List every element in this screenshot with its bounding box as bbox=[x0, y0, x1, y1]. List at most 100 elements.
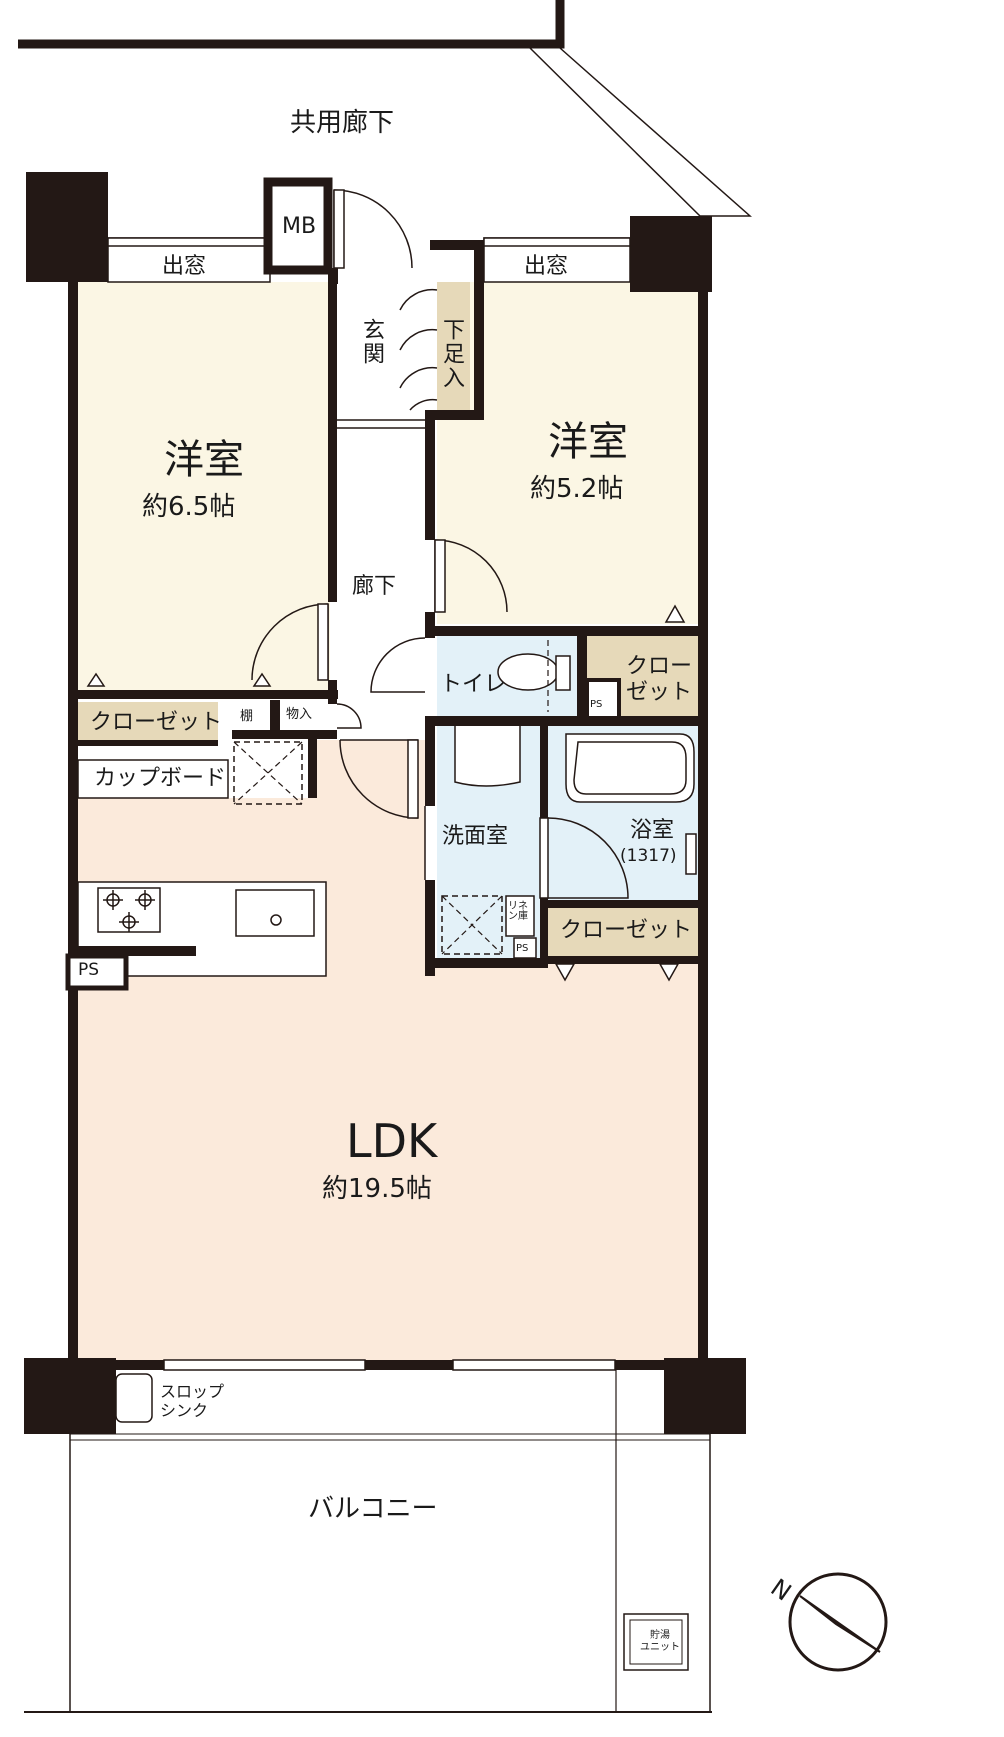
wall-storage-bottom bbox=[232, 730, 337, 739]
shelf-label: 棚 bbox=[240, 709, 254, 724]
shoe-storage-floor bbox=[437, 282, 470, 410]
ps-kitchen-label: PS bbox=[78, 960, 100, 980]
door-marks-west bbox=[86, 604, 686, 687]
wall-closet-left-bottom bbox=[68, 740, 218, 746]
ps-kitchen-box bbox=[65, 953, 129, 991]
toilet-label: トイレ bbox=[440, 672, 507, 697]
wall-room-east-bottom bbox=[425, 626, 708, 636]
window-south-2 bbox=[452, 1359, 616, 1371]
bathtub-inner bbox=[573, 741, 687, 795]
column-ne bbox=[630, 216, 712, 292]
wall-hall-east bbox=[425, 410, 435, 540]
door-room-east-leaf bbox=[434, 539, 446, 613]
closet-left-floor bbox=[78, 702, 218, 744]
slop-sink-box bbox=[115, 1373, 153, 1423]
hallway-floor bbox=[337, 282, 425, 740]
hallway-label: 廊下 bbox=[352, 574, 397, 599]
corridor-wall bbox=[18, 0, 565, 49]
compass-needle-icon bbox=[799, 1595, 881, 1653]
slop-sink-label: スロップ シンク bbox=[160, 1382, 225, 1421]
wall-hall-east-2 bbox=[425, 612, 435, 638]
bath-size-label: (1317) bbox=[620, 846, 677, 866]
entrance-folding-doors bbox=[399, 288, 438, 411]
door-marks-bath-closet bbox=[554, 963, 680, 982]
wall-west bbox=[68, 282, 78, 1434]
mb-box bbox=[263, 177, 333, 275]
bathroom-label: 浴室 bbox=[630, 818, 675, 843]
cupboard-label: カップボード bbox=[94, 766, 227, 791]
ldk-name: LDK bbox=[346, 1114, 438, 1168]
entry-wall-right bbox=[430, 240, 484, 250]
sink bbox=[235, 889, 315, 937]
door-ldk bbox=[339, 739, 419, 819]
entry-wall-left bbox=[328, 268, 338, 284]
wall-toilet-east bbox=[577, 626, 587, 726]
bay-window-left-glass bbox=[107, 237, 271, 247]
wash-vanity bbox=[454, 726, 521, 787]
bay-window-right-glass bbox=[483, 237, 631, 247]
wall-wash-west bbox=[425, 716, 435, 806]
wall-south-right bbox=[615, 1360, 675, 1370]
wall-wash-bottom bbox=[425, 958, 548, 968]
linen-label: リネン庫 bbox=[508, 901, 528, 922]
entry-wall-right-v bbox=[474, 240, 484, 420]
water-heater-inner bbox=[629, 1619, 683, 1665]
ps-block-toilet bbox=[585, 678, 621, 720]
balcony-label: バルコニー bbox=[308, 1494, 438, 1524]
corridor-outline bbox=[529, 47, 752, 217]
storage-label: 物入 bbox=[286, 707, 313, 722]
mb-label: MB bbox=[282, 214, 317, 239]
bay-window-right-label: 出窓 bbox=[524, 254, 569, 279]
shoe-storage-label: 下足入 bbox=[439, 318, 464, 390]
ps-wash-label: PS bbox=[516, 943, 529, 954]
washroom-label: 洗面室 bbox=[442, 824, 509, 849]
wall-south-balcony-left bbox=[24, 1360, 164, 1370]
closet-small-label: クロー ゼット bbox=[626, 654, 693, 706]
bathtub bbox=[565, 733, 695, 803]
ps-wash-box bbox=[513, 937, 537, 959]
wall-south-mid bbox=[365, 1360, 453, 1370]
wall-storage-block bbox=[270, 700, 280, 734]
toilet-tank bbox=[555, 655, 571, 691]
wall-wash-west-2 bbox=[425, 880, 435, 976]
window-south-1 bbox=[163, 1359, 366, 1371]
washer-space bbox=[441, 895, 503, 955]
bath-fixture bbox=[685, 833, 697, 875]
water-heater-label: 貯湯 ユニット bbox=[640, 1630, 680, 1653]
wall-closet-bath-bottom bbox=[548, 956, 708, 964]
wall-shoe-bottom bbox=[425, 410, 484, 420]
door-storage bbox=[336, 703, 362, 729]
bay-window-left-label: 出窓 bbox=[162, 254, 207, 279]
linen-shelf bbox=[505, 895, 535, 937]
balcony-outline bbox=[69, 1433, 711, 1441]
wall-room-west-bottom bbox=[68, 690, 338, 699]
corridor-label: 共用廊下 bbox=[290, 108, 395, 138]
door-ldk-leaf bbox=[407, 739, 419, 819]
burners-icon bbox=[103, 890, 155, 932]
fridge-space bbox=[233, 741, 303, 805]
column-nw bbox=[26, 172, 108, 282]
ps-toilet-label: PS bbox=[590, 699, 603, 710]
wall-cupboard-side bbox=[308, 736, 317, 798]
washer-cross bbox=[441, 895, 503, 955]
door-room-west-leaf bbox=[317, 603, 329, 681]
room-west-floor bbox=[78, 282, 330, 694]
closet-left-label: クローゼット bbox=[90, 710, 223, 735]
door-bath-leaf bbox=[539, 817, 549, 899]
toilet-bowl bbox=[497, 653, 559, 691]
entrance-label: 玄関 bbox=[359, 318, 384, 366]
kitchen-low-wall bbox=[78, 946, 196, 956]
closet-bath-label: クローゼット bbox=[560, 918, 693, 943]
entry-door-swing bbox=[333, 189, 413, 269]
wall-toilet-bottom bbox=[425, 716, 708, 726]
sink-drain bbox=[270, 914, 282, 926]
room-east-size: 約5.2帖 bbox=[530, 474, 624, 504]
fridge-cross bbox=[233, 741, 303, 805]
room-west-size: 約6.5帖 bbox=[142, 492, 236, 522]
ldk-size: 約19.5帖 bbox=[322, 1174, 432, 1204]
closet-bath-floor bbox=[548, 908, 698, 958]
wall-east bbox=[698, 282, 708, 1434]
wall-west-room-east bbox=[328, 282, 337, 602]
room-east-name: 洋室 bbox=[548, 419, 628, 465]
